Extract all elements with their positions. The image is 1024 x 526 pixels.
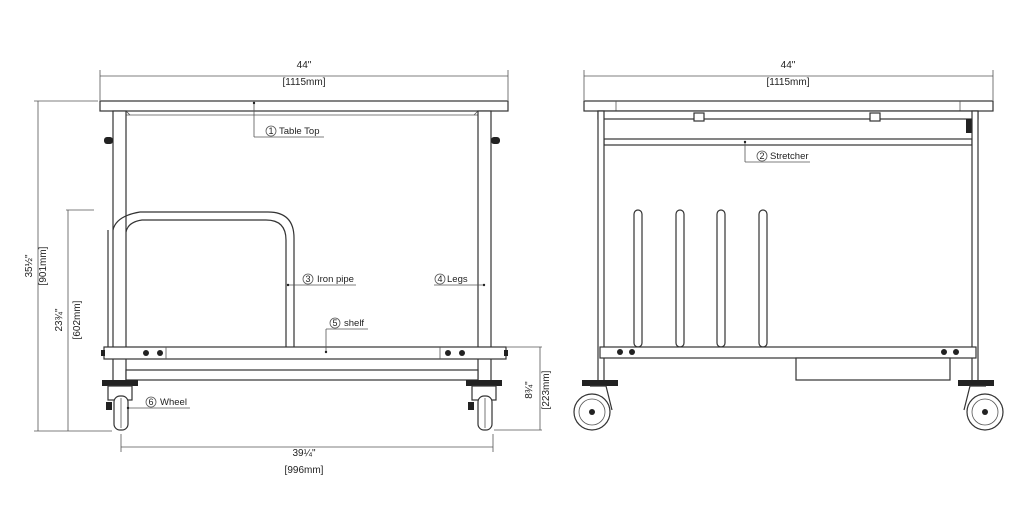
label-legs: Legs xyxy=(447,274,468,285)
caster-right xyxy=(466,380,502,431)
height-mm: [901mm] xyxy=(38,246,49,285)
divider-rod xyxy=(716,209,726,348)
svg-text:4: 4 xyxy=(437,274,442,284)
side-width-mm: [1115mm] xyxy=(767,77,810,88)
pipe-height-inches: 23¾" xyxy=(54,308,65,331)
side-leg-left xyxy=(597,110,605,382)
shelf-height-dimension: 8¾" [223mm] xyxy=(494,346,552,431)
callout-shelf: 5 shelf xyxy=(324,317,368,354)
svg-text:5: 5 xyxy=(332,318,337,328)
label-table-top: Table Top xyxy=(279,126,320,137)
shelf-height-mm: [223mm] xyxy=(541,370,552,409)
side-width-dimension: 44" [1115mm] xyxy=(583,60,994,100)
label-stretcher: Stretcher xyxy=(770,151,809,162)
front-width-dimension: 44" [1115mm] xyxy=(99,60,509,100)
stretcher xyxy=(603,138,973,146)
side-width-inches: 44" xyxy=(781,60,796,71)
label-shelf: shelf xyxy=(344,318,364,329)
divider-rod xyxy=(675,209,685,348)
storage-box xyxy=(795,357,951,381)
callout-table-top: 1 Table Top xyxy=(252,101,324,138)
side-leg-right xyxy=(971,110,979,382)
table-top xyxy=(99,100,509,112)
callout-wheel: 6 Wheel xyxy=(126,396,190,410)
leg-span-mm: [996mm] xyxy=(285,465,324,476)
svg-text:2: 2 xyxy=(759,151,764,161)
side-view: 44" [1115mm] xyxy=(573,60,1004,431)
front-width-inches: 44" xyxy=(297,60,312,71)
divider-rod xyxy=(758,209,768,348)
pipe-height-dimension: 23¾" [602mm] xyxy=(54,209,94,431)
lower-rail xyxy=(125,369,479,381)
iron-pipe xyxy=(112,211,295,347)
label-wheel: Wheel xyxy=(160,397,187,408)
leg-right xyxy=(477,110,492,382)
label-iron-pipe: Iron pipe xyxy=(317,274,354,285)
side-caster-left xyxy=(573,380,618,431)
leg-left xyxy=(112,110,127,382)
leg-span-dimension: 39¼" [996mm] xyxy=(120,434,494,476)
front-width-mm: [1115mm] xyxy=(283,77,326,88)
front-view: 44" [1115mm] xyxy=(24,60,552,476)
svg-text:1: 1 xyxy=(268,126,273,136)
side-caster-right xyxy=(958,380,1004,431)
front-height-dimension: 35½" [901mm] xyxy=(24,100,112,432)
leg-span-inches: 39¼" xyxy=(292,447,315,459)
height-inches: 35½" xyxy=(24,254,35,277)
side-table-top xyxy=(583,100,994,112)
callout-legs: 4 Legs xyxy=(434,273,486,287)
caster-left xyxy=(102,380,138,431)
side-shelf xyxy=(599,346,977,359)
callout-iron-pipe: 3 Iron pipe xyxy=(286,273,356,287)
svg-text:6: 6 xyxy=(148,397,153,407)
callout-stretcher: 2 Stretcher xyxy=(743,140,810,163)
svg-text:3: 3 xyxy=(305,274,310,284)
shelf-height-inches: 8¾" xyxy=(524,381,535,399)
divider-rod xyxy=(633,209,643,348)
pipe-height-mm: [602mm] xyxy=(72,300,83,339)
